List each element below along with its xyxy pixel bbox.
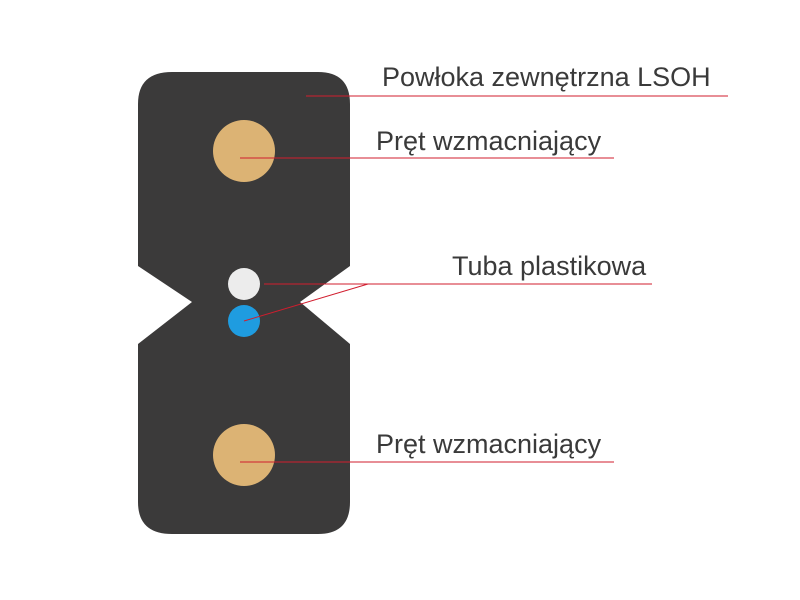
strength-member-bottom xyxy=(213,424,275,486)
leader-line-tube-blue xyxy=(243,283,369,322)
label-plastic-tube: Tuba plastikowa xyxy=(452,251,647,281)
label-strength-member-bottom: Pręt wzmacniający xyxy=(376,429,602,459)
strength-member-top xyxy=(213,120,275,182)
label-strength-member-top: Pręt wzmacniający xyxy=(376,126,602,156)
label-outer-jacket: Powłoka zewnętrzna LSOH xyxy=(382,62,711,92)
fiber-white xyxy=(228,268,260,300)
cable-jacket xyxy=(138,72,350,534)
